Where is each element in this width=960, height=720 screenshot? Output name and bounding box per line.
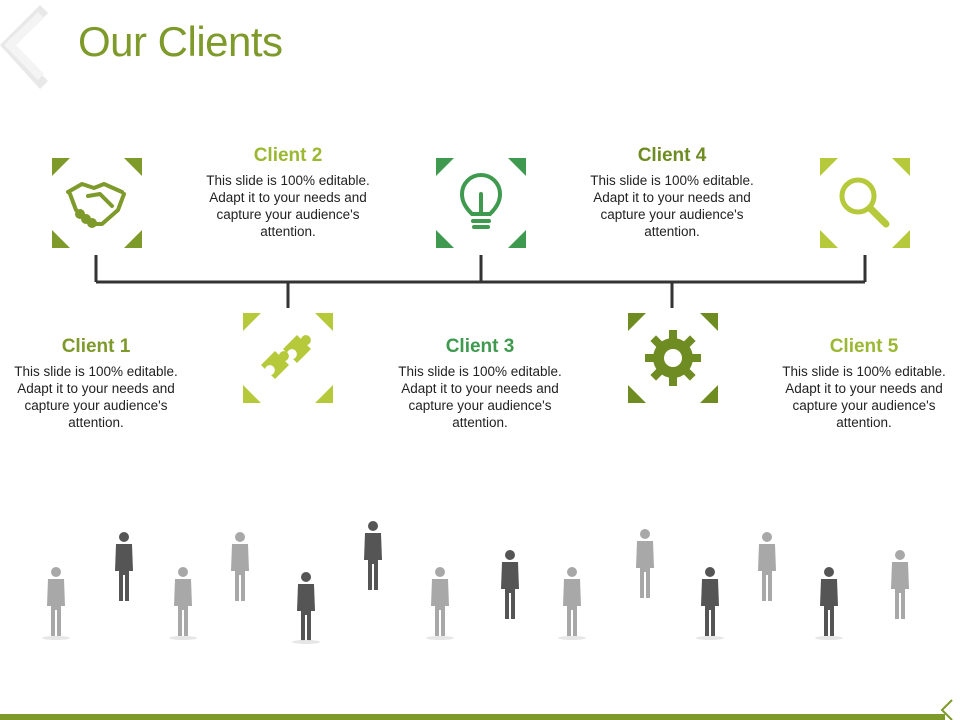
client-5-title: Client 5: [829, 336, 899, 357]
client-2-text: This slide is 100% editable. Adapt it to…: [206, 173, 370, 239]
handshake-icon-box: [52, 158, 142, 248]
people-silhouettes: [42, 521, 909, 644]
client-2-title: Client 2: [253, 145, 323, 166]
client-4-title: Client 4: [637, 145, 707, 166]
search-icon: [820, 158, 910, 248]
puzzle-icon-box: [243, 313, 333, 403]
gear-icon-box: [628, 313, 718, 403]
client-1-block: Client 1 This slide is 100% editable. Ad…: [11, 336, 181, 431]
puzzle-icon: [243, 313, 333, 403]
handshake-icon: [52, 158, 142, 248]
client-4-block: Client 4 This slide is 100% editable. Ad…: [587, 145, 757, 240]
client-1-title: Client 1: [61, 336, 131, 357]
client-4-text: This slide is 100% editable. Adapt it to…: [590, 173, 754, 239]
client-1-text: This slide is 100% editable. Adapt it to…: [14, 364, 178, 430]
lightbulb-icon-box: [436, 158, 526, 248]
corner-decoration: [0, 5, 48, 89]
client-2-block: Client 2 This slide is 100% editable. Ad…: [203, 145, 373, 240]
lightbulb-icon: [436, 158, 526, 248]
client-5-block: Client 5 This slide is 100% editable. Ad…: [779, 336, 949, 431]
page-title: Our Clients: [78, 18, 283, 65]
client-3-block: Client 3 This slide is 100% editable. Ad…: [395, 336, 565, 431]
search-icon-box: [820, 158, 910, 248]
bottom-bar: [0, 714, 945, 720]
gear-icon: [628, 313, 718, 403]
client-5-text: This slide is 100% editable. Adapt it to…: [782, 364, 946, 430]
client-3-text: This slide is 100% editable. Adapt it to…: [398, 364, 562, 430]
corner-arrow-icon: [940, 699, 953, 720]
client-3-title: Client 3: [445, 336, 515, 357]
